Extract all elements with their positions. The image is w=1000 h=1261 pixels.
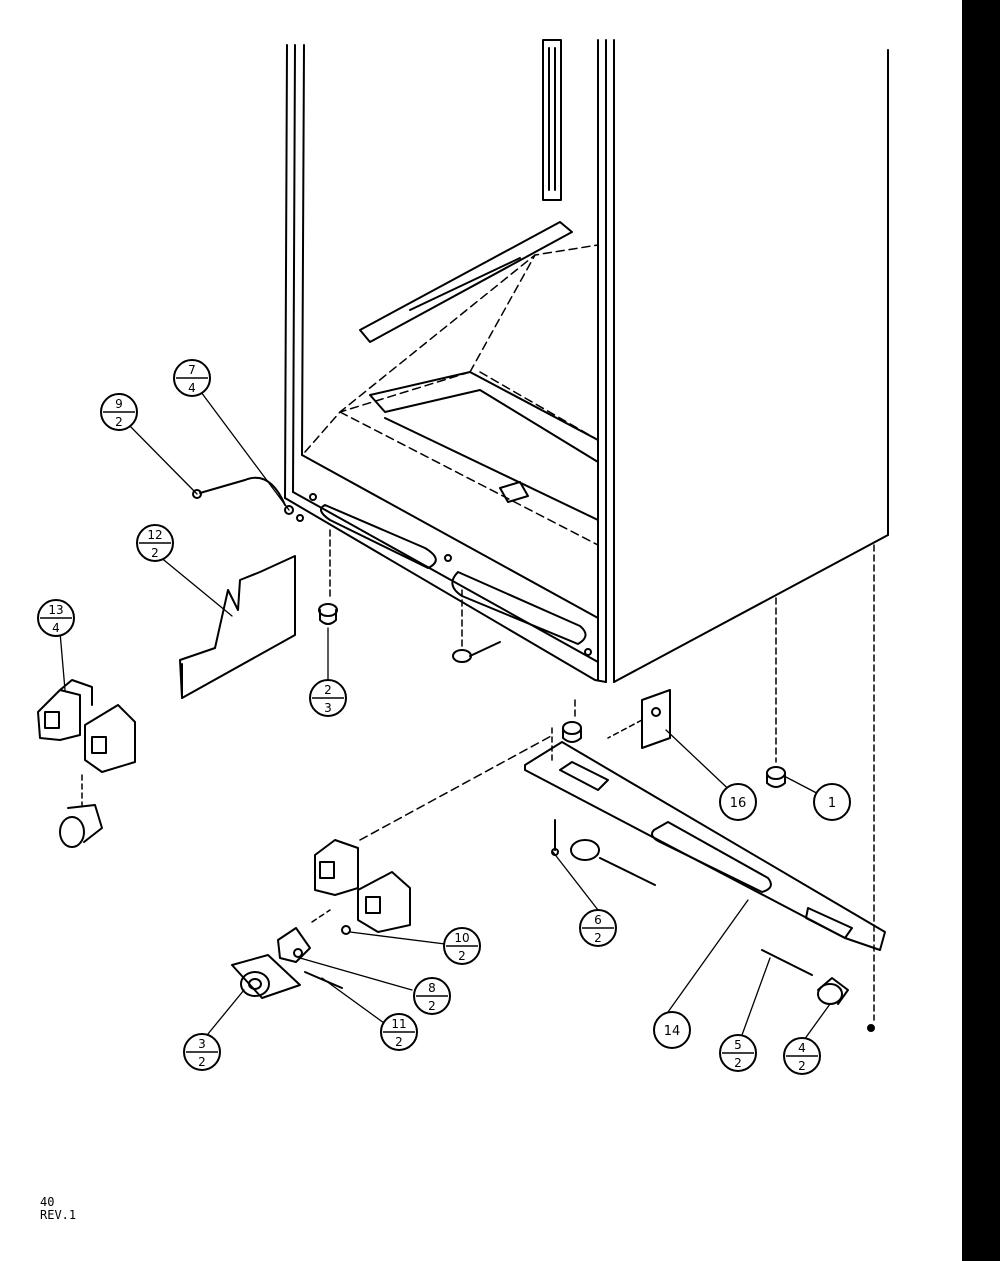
callout-14-circle [653, 1011, 691, 1049]
callout-8-qty: 2 [428, 999, 436, 1013]
callout-9-number: 9 [115, 397, 123, 411]
roller-bracket-assembly-13 [37, 679, 136, 848]
page-footer: 40 REV.1 [40, 1196, 76, 1222]
callout-5-qty: 2 [734, 1056, 742, 1070]
rear-roller-4 [817, 977, 849, 1005]
refrigerator-cabinet [284, 39, 889, 683]
callout-10-number: 10 [454, 931, 469, 945]
exploded-parts-diagram: 7 4 9 2 12 2 13 4 2 3 16 1 6 2 10 2 8 2 … [37, 39, 889, 1075]
screw-assembly-left [192, 476, 304, 522]
callout-13-number: 13 [48, 603, 63, 617]
mounting-bracket-16 [607, 689, 671, 749]
callout-1-number: 1 [828, 796, 836, 811]
callout-3-qty: 2 [198, 1055, 206, 1069]
rear-leg-rod [867, 544, 875, 1032]
callout-2-qty: 3 [324, 701, 332, 715]
callout-9-qty: 2 [115, 415, 123, 429]
callout-4-number: 4 [798, 1041, 806, 1055]
callout-3-number: 3 [198, 1037, 206, 1051]
callout-5-number: 5 [734, 1038, 742, 1052]
callout-8-number: 8 [428, 981, 436, 995]
callout-16-circle [719, 783, 757, 821]
callout-10-qty: 2 [458, 949, 466, 963]
leveling-leg-rear [766, 597, 786, 788]
leveling-leg-center [452, 589, 501, 663]
callout-7-number: 7 [188, 363, 196, 377]
callout-16-number: 16 [730, 796, 747, 811]
page-number: 40 [40, 1195, 55, 1209]
callout-11-number: 11 [391, 1017, 406, 1031]
callout-6-qty: 2 [594, 931, 602, 945]
pin-5 [761, 949, 813, 976]
callout-2-number: 2 [324, 683, 332, 697]
roller-bracket-assembly-front [231, 734, 554, 999]
front-base-rail [524, 727, 886, 951]
revision-label: REV.1 [40, 1208, 77, 1222]
parts-diagram-sheet: 7 4 9 2 12 2 13 4 2 3 16 1 6 2 10 2 8 2 … [0, 0, 962, 1261]
callout-13-qty: 4 [52, 621, 60, 635]
callout-6-number: 6 [594, 913, 602, 927]
callout-1-circle [813, 783, 851, 821]
callout-7-qty: 4 [188, 381, 196, 395]
leveling-leg-front-left [318, 529, 338, 625]
callout-14-number: 14 [664, 1024, 681, 1039]
leveling-leg-front-right [562, 699, 582, 743]
callout-4-qty: 2 [798, 1059, 806, 1073]
callout-12-number: 12 [147, 528, 162, 542]
toe-grille-panel [179, 555, 296, 699]
callout-11-qty: 2 [395, 1035, 403, 1049]
callout-12-qty: 2 [151, 546, 159, 560]
